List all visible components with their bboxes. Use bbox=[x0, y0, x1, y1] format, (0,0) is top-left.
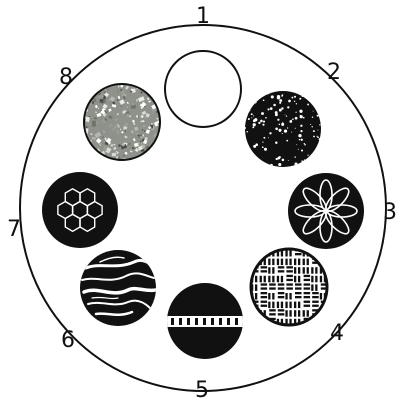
slot-label-4: 4 bbox=[330, 323, 344, 345]
slot-label-3: 3 bbox=[383, 202, 396, 224]
gobo-slot-5-band bbox=[165, 283, 245, 359]
gobo-slot-4-tiles bbox=[251, 249, 327, 325]
slot-label-8: 8 bbox=[59, 67, 73, 89]
slot-label-5: 5 bbox=[195, 380, 209, 402]
gobo-slot-3-flower bbox=[288, 173, 364, 249]
gobo-slot-1-open bbox=[165, 51, 241, 127]
gobo-slot-8-glitter bbox=[81, 84, 161, 163]
gobo-slot-2-starfield bbox=[244, 90, 322, 167]
slot-label-1: 1 bbox=[196, 6, 210, 28]
slot-label-7: 7 bbox=[7, 219, 21, 241]
gobo-slot-6-swirl bbox=[80, 250, 156, 326]
slot-label-6: 6 bbox=[61, 330, 75, 352]
slot-label-2: 2 bbox=[327, 62, 341, 84]
gobo-slot-7-hexagons bbox=[42, 172, 118, 248]
